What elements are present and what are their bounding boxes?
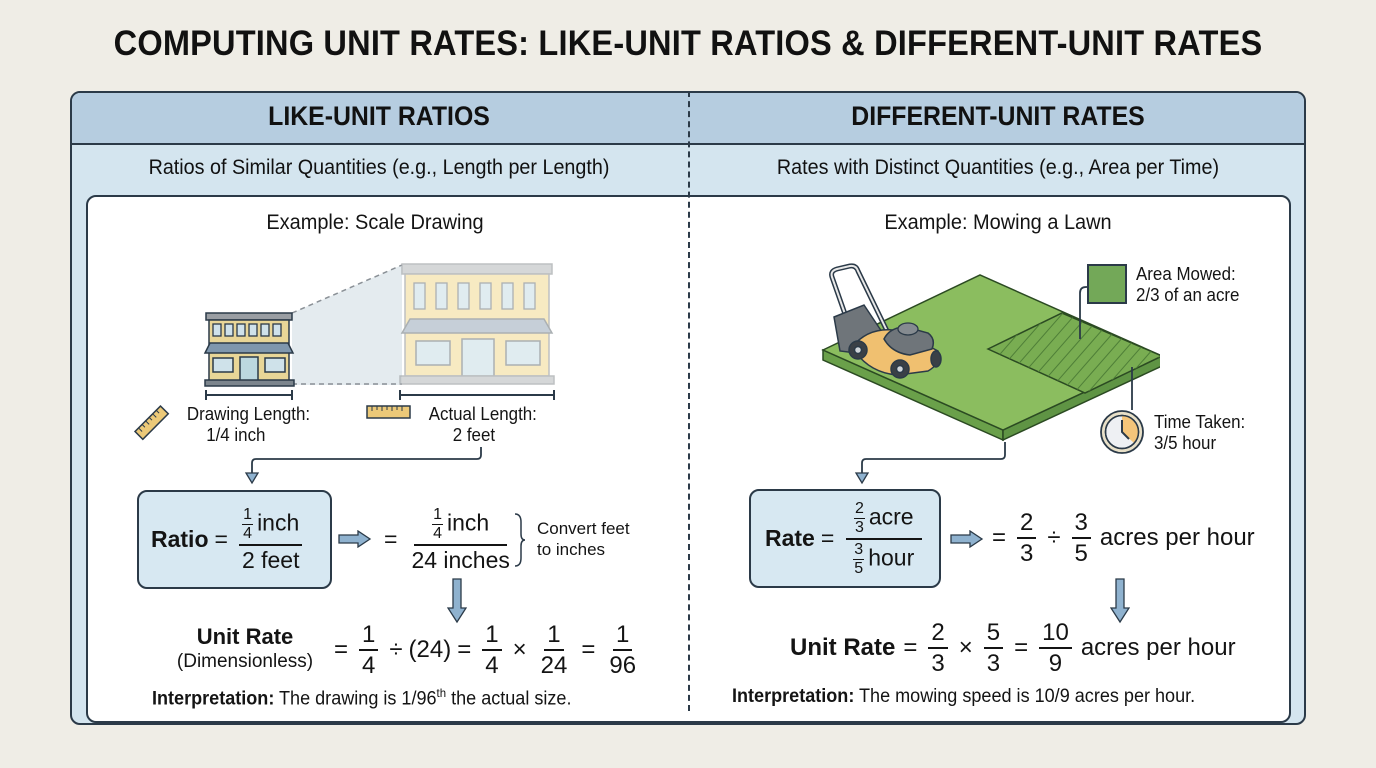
lawn-icon: [821, 274, 1160, 431]
left-column-header: LIKE-UNIT RATIOS: [268, 101, 490, 131]
flow-connector-right: [854, 442, 1006, 485]
convert-note: Convert feet to inches: [537, 519, 630, 559]
lawn-mower-icon: [829, 263, 942, 379]
time-taken-label: Time Taken: 3/5 hour: [1154, 412, 1246, 453]
small-building-icon: [203, 312, 295, 387]
left-subtitle: Ratios of Similar Quantities (e.g., Leng…: [148, 156, 610, 179]
flow-connector-left: [244, 447, 482, 485]
arrow-down-icon: [447, 578, 467, 624]
area-mowed-label: Area Mowed: 2/3 of an acre: [1136, 264, 1240, 305]
tape-ruler-icon: [366, 405, 411, 419]
arrow-right-icon: [338, 530, 372, 548]
arrow-down-icon: [1110, 578, 1130, 624]
interpretation-right: Interpretation: The mowing speed is 10/9…: [732, 686, 1196, 707]
arrow-right-icon: [950, 530, 984, 548]
ratio-formula-box: [137, 490, 332, 589]
clock-icon: [1100, 410, 1144, 454]
main-title: COMPUTING UNIT RATES: LIKE-UNIT RATIOS &…: [113, 24, 1263, 63]
ruler-icon: [133, 404, 170, 441]
right-example-title: Example: Mowing a Lawn: [884, 211, 1112, 234]
area-swatch-icon: [1087, 264, 1127, 304]
actual-length-label: Actual Length: 2 feet: [428, 404, 537, 445]
interpretation-left: Interpretation: The drawing is 1/96th th…: [152, 686, 572, 710]
large-building-icon: [399, 263, 555, 385]
drawing-length-label: Drawing Length: 1/4 inch: [186, 404, 311, 445]
right-subtitle: Rates with Distinct Quantities (e.g., Ar…: [776, 156, 1220, 179]
unit-rate-label-left: Unit Rate (Dimensionless): [176, 624, 314, 672]
right-column-header: DIFFERENT-UNIT RATES: [851, 101, 1145, 131]
scale-drawing-illustration: [203, 263, 555, 400]
brace-icon: [514, 513, 526, 567]
lawn-illustration: [821, 263, 1160, 442]
left-example-title: Example: Scale Drawing: [266, 211, 484, 234]
column-divider: [688, 91, 690, 711]
